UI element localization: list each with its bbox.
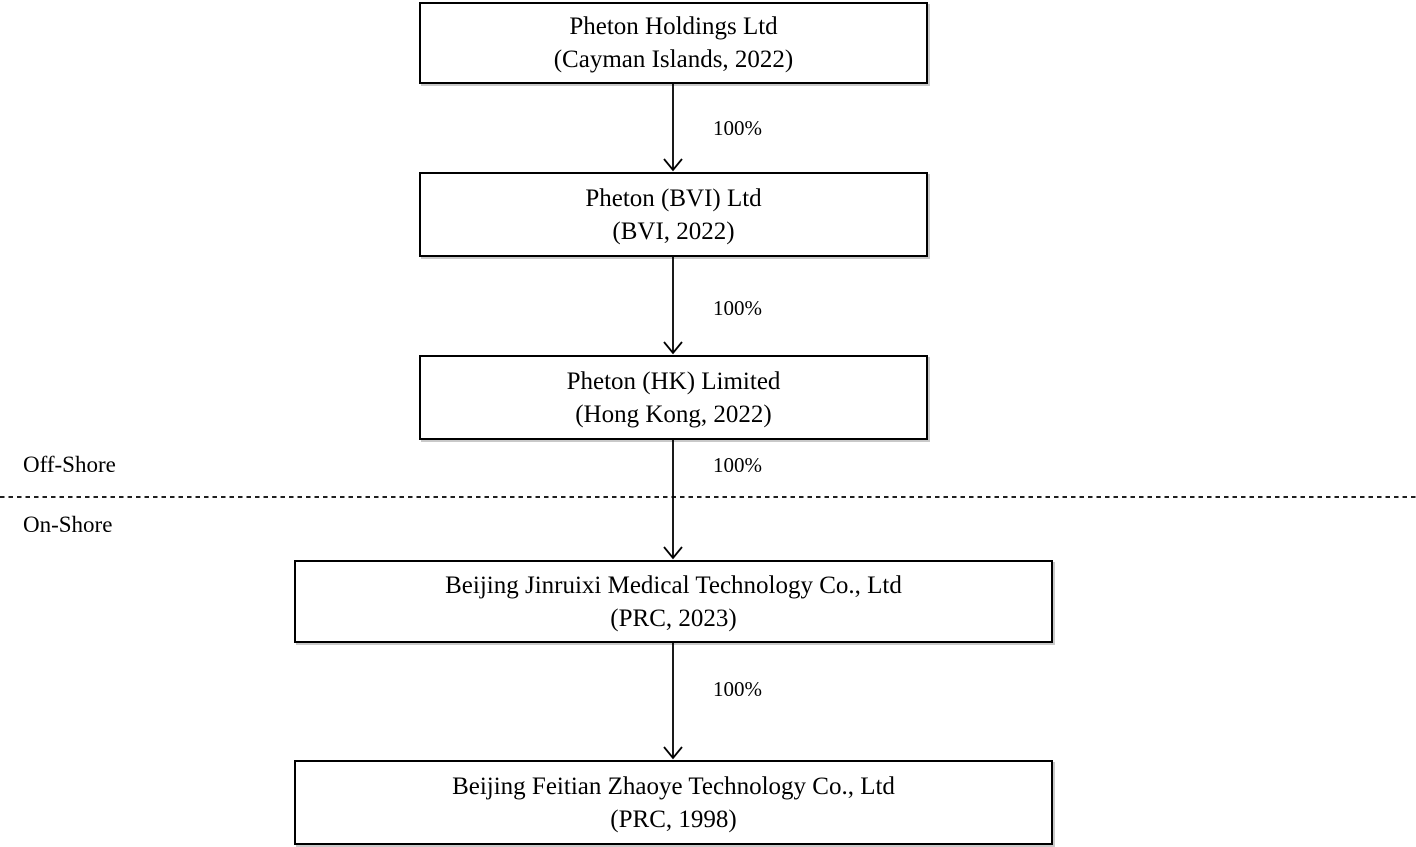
entity-box-pheton-holdings: Pheton Holdings Ltd (Cayman Islands, 202…: [419, 2, 928, 84]
ownership-percentage-label: 100%: [713, 677, 762, 701]
ownership-arrow-3: [663, 440, 683, 560]
entity-jurisdiction: (BVI, 2022): [612, 217, 735, 245]
onshore-region-label: On-Shore: [23, 512, 113, 537]
entity-name: Pheton (HK) Limited: [566, 367, 781, 395]
offshore-onshore-divider-line: [0, 496, 1416, 498]
ownership-percentage-label: 100%: [713, 453, 762, 477]
entity-name: Pheton (BVI) Ltd: [585, 184, 762, 212]
entity-box-pheton-hk: Pheton (HK) Limited (Hong Kong, 2022): [419, 355, 928, 440]
entity-name: Beijing Feitian Zhaoye Technology Co., L…: [452, 772, 895, 800]
entity-jurisdiction: (PRC, 2023): [610, 604, 737, 632]
ownership-arrow-4: [663, 643, 683, 760]
offshore-region-label: Off-Shore: [23, 452, 116, 477]
entity-box-beijing-jinruixi: Beijing Jinruixi Medical Technology Co.,…: [294, 560, 1053, 643]
entity-jurisdiction: (Cayman Islands, 2022): [553, 46, 794, 73]
entity-box-pheton-bvi: Pheton (BVI) Ltd (BVI, 2022): [419, 172, 928, 257]
ownership-percentage-label: 100%: [713, 296, 762, 320]
entity-box-beijing-feitian: Beijing Feitian Zhaoye Technology Co., L…: [294, 760, 1053, 845]
entity-name: Pheton Holdings Ltd: [569, 13, 778, 40]
entity-jurisdiction: (Hong Kong, 2022): [575, 400, 772, 428]
ownership-arrow-1: [663, 84, 683, 172]
entity-name: Beijing Jinruixi Medical Technology Co.,…: [445, 571, 902, 599]
ownership-arrow-2: [663, 257, 683, 355]
entity-jurisdiction: (PRC, 1998): [610, 805, 737, 833]
ownership-percentage-label: 100%: [713, 116, 762, 140]
